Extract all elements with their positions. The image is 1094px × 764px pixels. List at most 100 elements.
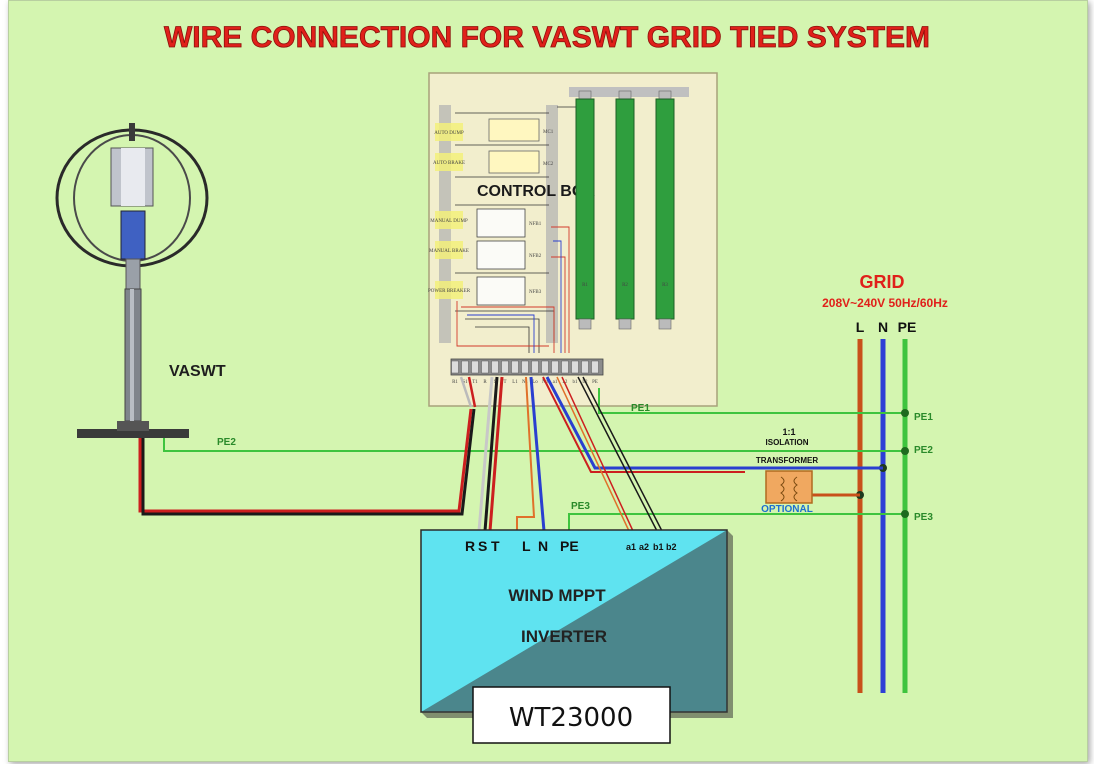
- inverter-terminal-l: L: [522, 538, 531, 554]
- internal-wires-red: [456, 226, 570, 353]
- terminal-screw: [521, 360, 529, 374]
- wiring-diagram: WIRE CONNECTION FOR VASWT GRID TIED SYST…: [55, 21, 948, 744]
- terminal-screw: [551, 360, 559, 374]
- grid-pe2-label: PE2: [914, 445, 933, 456]
- grid-bus: GRID 208V~240V 50Hz/60Hz L N PE PE1 PE2 …: [822, 272, 948, 693]
- internal-wires-blue: [467, 240, 562, 353]
- terminal-screw: [481, 360, 489, 374]
- pe1-junction: [901, 409, 909, 417]
- turbine-rotor-highlight: [121, 148, 145, 206]
- inverter-terminal-n: N: [538, 538, 548, 554]
- contactor-mc2-label: MC2: [543, 162, 554, 167]
- terminal-screw: [581, 360, 589, 374]
- transformer-type: TRANSFORMER: [756, 456, 818, 465]
- terminal-screw: [451, 360, 459, 374]
- side-label-manual-brake: MANUAL BRAKE: [429, 249, 469, 254]
- generator-cable-stub-1: [459, 376, 473, 408]
- terminal-label: b1: [573, 380, 579, 385]
- pe2-junction: [901, 447, 909, 455]
- pe2-wire: [163, 438, 905, 452]
- pe3-wire: [568, 513, 905, 531]
- turbine-base-plate: [77, 429, 189, 438]
- transformer-name: ISOLATION: [766, 438, 809, 447]
- cable-lo-to-transformer: [542, 376, 745, 473]
- inverter-terminal-pe: PE: [560, 538, 579, 554]
- resistor-r1-label: R1: [582, 283, 588, 288]
- side-label-auto-dump: AUTO DUMP: [434, 131, 464, 136]
- cable-n: [529, 376, 546, 532]
- inverter-terminal-b2: b2: [666, 542, 677, 552]
- terminal-label: PE: [592, 380, 598, 385]
- breaker-nfb2-label: NFB2: [529, 254, 542, 259]
- generator-cables: [138, 376, 477, 516]
- cable-no-to-grid: [545, 376, 883, 470]
- cable-s: [483, 376, 499, 532]
- contactor-mc1-label: MC1: [543, 130, 554, 135]
- pe2-wire-label: PE2: [217, 437, 236, 448]
- pe3-wire-label: PE3: [571, 501, 590, 512]
- cable-a1: [556, 376, 630, 532]
- model-label: WT23000: [509, 703, 633, 733]
- terminal-label: T: [503, 380, 506, 385]
- side-label-box-4: [435, 241, 463, 259]
- transformer-coil-icon: [780, 476, 798, 502]
- cable-t: [488, 376, 504, 532]
- side-label-box-1: [435, 123, 463, 141]
- terminal-label: N1: [522, 380, 529, 385]
- turbine-generator: [120, 210, 146, 260]
- grid-pe1-label: PE1: [914, 412, 933, 423]
- isolation-transformer: 1:1 ISOLATION TRANSFORMER OPTIONAL: [756, 427, 818, 515]
- resistor-r2-label: R2: [622, 283, 628, 288]
- terminal-label: R: [483, 380, 487, 385]
- control-box-label: CONTROL BOX: [477, 183, 595, 200]
- terminal-screw: [471, 360, 479, 374]
- inverter-terminal-a1: a1: [626, 542, 636, 552]
- transformer-ratio: 1:1: [782, 427, 795, 437]
- inverter-terminal-t: T: [491, 538, 500, 554]
- side-label-box-3: [435, 211, 463, 229]
- cable-b1: [577, 376, 658, 532]
- contactor-mc2: [488, 150, 540, 174]
- side-label-power-breaker: POWER BREAKER: [428, 289, 471, 294]
- breaker-nfb3-label: NFB3: [529, 290, 542, 295]
- terminal-screw: [531, 360, 539, 374]
- transformer-optional: OPTIONAL: [761, 504, 813, 515]
- breaker-nfb2: [476, 240, 526, 270]
- inverter-line2: INVERTER: [521, 627, 607, 646]
- terminal-screw: [591, 360, 599, 374]
- side-label-manual-dump: MANUAL DUMP: [430, 219, 468, 224]
- side-label-auto-brake: AUTO BRAKE: [433, 161, 465, 166]
- cable-r: [477, 376, 494, 532]
- pe3-junction: [901, 510, 909, 518]
- resistor-r3-label: R3: [662, 283, 668, 288]
- generator-cable-stub-2: [467, 376, 477, 408]
- grid-spec: 208V~240V 50Hz/60Hz: [822, 296, 948, 310]
- inverter: R S T L N PE a1 a2 b1 b2 WIND MPPT INVER…: [420, 529, 733, 744]
- generator-cable-black: [141, 408, 476, 516]
- breaker-nfb1-label: NFB1: [529, 222, 542, 227]
- breaker-nfb3: [476, 276, 526, 306]
- generator-cable-red: [138, 408, 473, 513]
- terminal-label: R1: [452, 380, 458, 385]
- cable-a2: [561, 376, 634, 532]
- pe1-wire-label: PE1: [631, 403, 650, 414]
- terminal-screw: [541, 360, 549, 374]
- inverter-terminal-a2: a2: [639, 542, 649, 552]
- grid-title: GRID: [860, 272, 905, 292]
- inverter-line1: WIND MPPT: [508, 586, 606, 605]
- side-label-box-2: [435, 153, 463, 171]
- grid-pe3-label: PE3: [914, 512, 933, 523]
- terminal-screw: [491, 360, 499, 374]
- terminal-label: S1: [462, 380, 468, 385]
- grid-l-label: L: [856, 319, 865, 335]
- pe1-wire: [598, 388, 905, 414]
- turbine-shaft: [125, 258, 141, 290]
- turbine: VASWT: [55, 123, 226, 438]
- turbine-top-cap: [129, 123, 135, 141]
- terminal-label: T1: [472, 380, 478, 385]
- turbine-mast-highlight: [130, 289, 134, 421]
- control-box: AUTO DUMP AUTO BRAKE MANUAL DUMP MANUAL …: [428, 72, 718, 407]
- inverter-terminal-s: S: [478, 538, 487, 554]
- terminal-screw: [571, 360, 579, 374]
